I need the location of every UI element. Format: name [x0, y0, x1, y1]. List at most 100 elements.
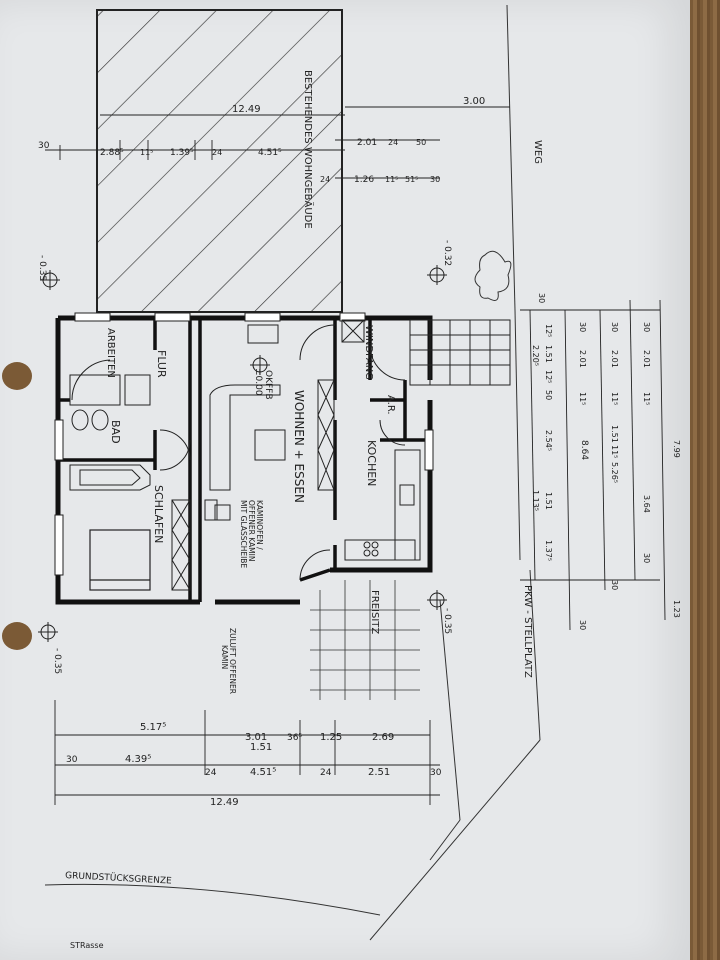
dim-r-c201: 2.01: [610, 350, 619, 368]
dim-r-a2205: 2.20⁵: [531, 345, 540, 366]
label-bad: BAD: [109, 420, 122, 444]
label-kamin-2: OFFENER KAMIN: [247, 500, 256, 561]
dim-r-c151: 1.51: [610, 425, 619, 443]
punch-hole-bottom: [2, 622, 32, 650]
dim-r-b30: 30: [578, 322, 587, 332]
bed: [89, 529, 151, 591]
wooden-table-background: [690, 0, 720, 960]
level-markers: [38, 265, 447, 642]
level-2: - 0.32: [442, 240, 452, 266]
living-furniture: [204, 324, 286, 521]
dim-r-a30: 30: [537, 293, 546, 303]
door-swings: [71, 324, 406, 581]
label-arbeiten: ARBEITEN: [105, 328, 116, 378]
dim-top-total: 12.49: [232, 104, 261, 115]
level-1: - 0.35: [37, 255, 47, 281]
path-lines: [506, 4, 541, 741]
dim-b-30: 30: [66, 755, 78, 765]
punch-hole-top: [2, 362, 32, 390]
label-weg: WEG: [532, 140, 543, 164]
dim-r-a1375: 1.37⁵: [544, 540, 553, 561]
label-freisitz: FREISITZ: [369, 590, 380, 634]
dim-r-a151b: 1.51: [544, 492, 553, 510]
dim-r-a125: 12⁵: [544, 324, 553, 337]
dim-top-288: 2.88⁵: [100, 148, 124, 158]
dim-top-451: 4.51⁵: [258, 148, 282, 158]
dimension-lines-right: [520, 299, 666, 631]
dim-r-c30b: 30: [610, 580, 619, 590]
dim-r-c115b: 11⁵: [610, 445, 619, 458]
property-boundary: [44, 599, 541, 941]
dim-r-e123: 1.23: [672, 600, 681, 618]
dim-r-a50: 50: [544, 390, 553, 400]
windows: [54, 312, 434, 576]
dim-r-b115: 11⁵: [578, 392, 587, 405]
dim-top-1151: 11⁵: [385, 175, 398, 184]
label-existing-building: BESTEHENDES WOHNGEBÄUDE: [302, 70, 315, 229]
dim-r-d115: 11⁵: [642, 392, 651, 405]
dim-b-24: 24: [205, 768, 217, 778]
label-zuluft-2: KAMIN: [220, 645, 229, 669]
dim-b-439: 4.39⁵: [125, 754, 151, 765]
dim-r-e799: 7.99: [672, 440, 681, 458]
dim-top-51: 51⁵: [405, 175, 418, 184]
entrance-stairs: [409, 319, 511, 386]
existing-building: [96, 9, 343, 313]
dim-top-11: 11⁵: [140, 148, 153, 157]
dim-r-a254: 2.54⁵: [544, 430, 553, 451]
bathroom-fixtures: [69, 374, 151, 491]
dim-top-50: 50: [416, 138, 426, 147]
label-schlafen: SCHLAFEN: [152, 485, 165, 543]
dim-top-139: 1.39⁵: [170, 148, 194, 158]
dim-r-a151: 1.51: [544, 345, 553, 363]
label-kochen: KOCHEN: [365, 440, 378, 486]
label-kamin-3: MIT GLASSCHEIBE: [239, 500, 248, 568]
level-4: - 0.35: [52, 648, 62, 674]
level-3: - 0.35: [442, 608, 452, 634]
dimension-lines-top: [45, 106, 510, 179]
dim-r-c115: 11⁵: [610, 392, 619, 405]
wardrobes: [171, 319, 365, 591]
dim-r-a225: 12⁵: [544, 370, 553, 383]
dim-r-b201: 2.01: [578, 350, 587, 368]
dim-r-c5265: 5.26⁵: [610, 462, 619, 483]
label-pkw-stellplatz: PKW - STELLPLATZ: [522, 585, 533, 678]
label-okffb: OKFFB: [263, 370, 273, 400]
dim-r-a30c: 30: [578, 620, 587, 630]
dim-top-24b: 24: [388, 138, 398, 147]
dim-r-d201: 2.01: [642, 350, 651, 368]
label-windfang: WINDFANG: [363, 325, 374, 380]
dim-top-300: 3.00: [463, 96, 485, 107]
dim-r-d30: 30: [642, 322, 651, 332]
dim-b-24b: 24: [320, 768, 332, 778]
dim-top-30b: 30: [430, 175, 440, 184]
label-okffb-value: ±0.00: [253, 368, 263, 396]
label-flur: FLUR: [155, 350, 168, 378]
dim-top-126: 1.26: [354, 175, 374, 185]
dim-b-30b: 30: [430, 768, 442, 778]
dim-b-517: 5.17⁵: [140, 722, 166, 733]
dim-top-24a: 24: [212, 148, 222, 157]
dim-r-b864: 8.64: [579, 440, 589, 460]
dim-r-a1135: 1.13⁵: [531, 490, 540, 511]
dim-top-30a: 30: [38, 141, 50, 151]
label-kamin-1: KAMINOFEN /: [255, 500, 264, 550]
dim-b-451: 4.51⁵: [250, 767, 276, 778]
dim-b-36: 36⁵: [287, 733, 302, 743]
dim-r-c30: 30: [610, 322, 619, 332]
dim-b-301: 3.01: [245, 732, 267, 743]
dim-b-151: 1.51: [250, 742, 272, 753]
dim-b-1249: 12.49: [210, 797, 239, 808]
dim-b-125: 1.25: [320, 732, 342, 743]
dim-r-d30b: 30: [642, 553, 651, 563]
dim-b-251: 2.51: [368, 767, 390, 778]
label-wohnen-essen: WOHNEN + ESSEN: [292, 390, 306, 503]
tree-symbol: [474, 250, 512, 301]
label-ar: A.R.: [385, 395, 396, 415]
dim-top-201: 2.01: [357, 138, 377, 148]
label-strasse: STRasse: [70, 941, 104, 950]
label-zuluft-1: ZULUFT OFFENER: [228, 628, 237, 694]
dim-top-24c: 24: [320, 175, 330, 184]
dim-b-269: 2.69: [372, 732, 394, 743]
